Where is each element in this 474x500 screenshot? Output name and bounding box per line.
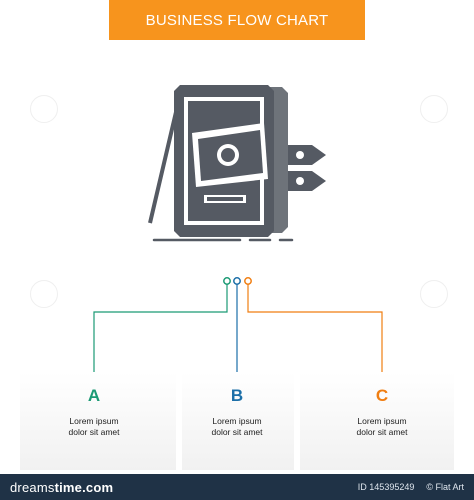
title-banner: BUSINESS FLOW CHART xyxy=(109,0,365,40)
watermark-circle xyxy=(420,95,448,123)
step-text-a-line2: dolor sit amet xyxy=(68,427,120,437)
step-letter-c: C xyxy=(375,386,389,405)
step-text-c: Lorem ipsum dolor sit amet xyxy=(322,416,442,438)
stand-leg xyxy=(148,94,182,224)
dreamstime-logo[interactable]: dreamstime.com xyxy=(10,480,113,495)
step-panel-a xyxy=(20,372,176,470)
logo-part-2: time.com xyxy=(54,479,114,495)
step-letter-a: A xyxy=(87,386,101,405)
step-text-c-line1: Lorem ipsum xyxy=(357,416,407,426)
connector-dot-c xyxy=(244,277,252,285)
stock-footer: dreamstime.com ID 145395249 © Flat Art xyxy=(0,474,474,500)
connector-line-a xyxy=(93,284,228,372)
step-text-b-line2: dolor sit amet xyxy=(211,427,263,437)
step-text-a: Lorem ipsum dolor sit amet xyxy=(34,416,154,438)
step-text-a-line1: Lorem ipsum xyxy=(69,416,119,426)
tag-arrows xyxy=(288,145,326,191)
watermark-circle xyxy=(420,280,448,308)
image-id: ID 145395249 xyxy=(357,482,415,492)
chart-title: BUSINESS FLOW CHART xyxy=(145,11,329,29)
connector-dot-a xyxy=(223,277,231,285)
step-panel-c xyxy=(300,372,454,470)
watermark-circle xyxy=(30,95,58,123)
author-credit: © Flat Art xyxy=(426,482,464,492)
logo-part-1: dreams xyxy=(10,479,55,495)
connector-line-c xyxy=(247,284,383,372)
watermark-circle xyxy=(30,280,58,308)
footer-meta: ID 145395249 © Flat Art xyxy=(358,482,464,492)
step-text-b-line1: Lorem ipsum xyxy=(212,416,262,426)
step-panel-b xyxy=(182,372,294,470)
step-text-b: Lorem ipsum dolor sit amet xyxy=(177,416,297,438)
step-text-c-line2: dolor sit amet xyxy=(356,427,408,437)
step-letter-b: B xyxy=(230,386,244,405)
connector-dot-b xyxy=(233,277,241,285)
framed-certificate-with-tag-icon xyxy=(148,85,326,242)
